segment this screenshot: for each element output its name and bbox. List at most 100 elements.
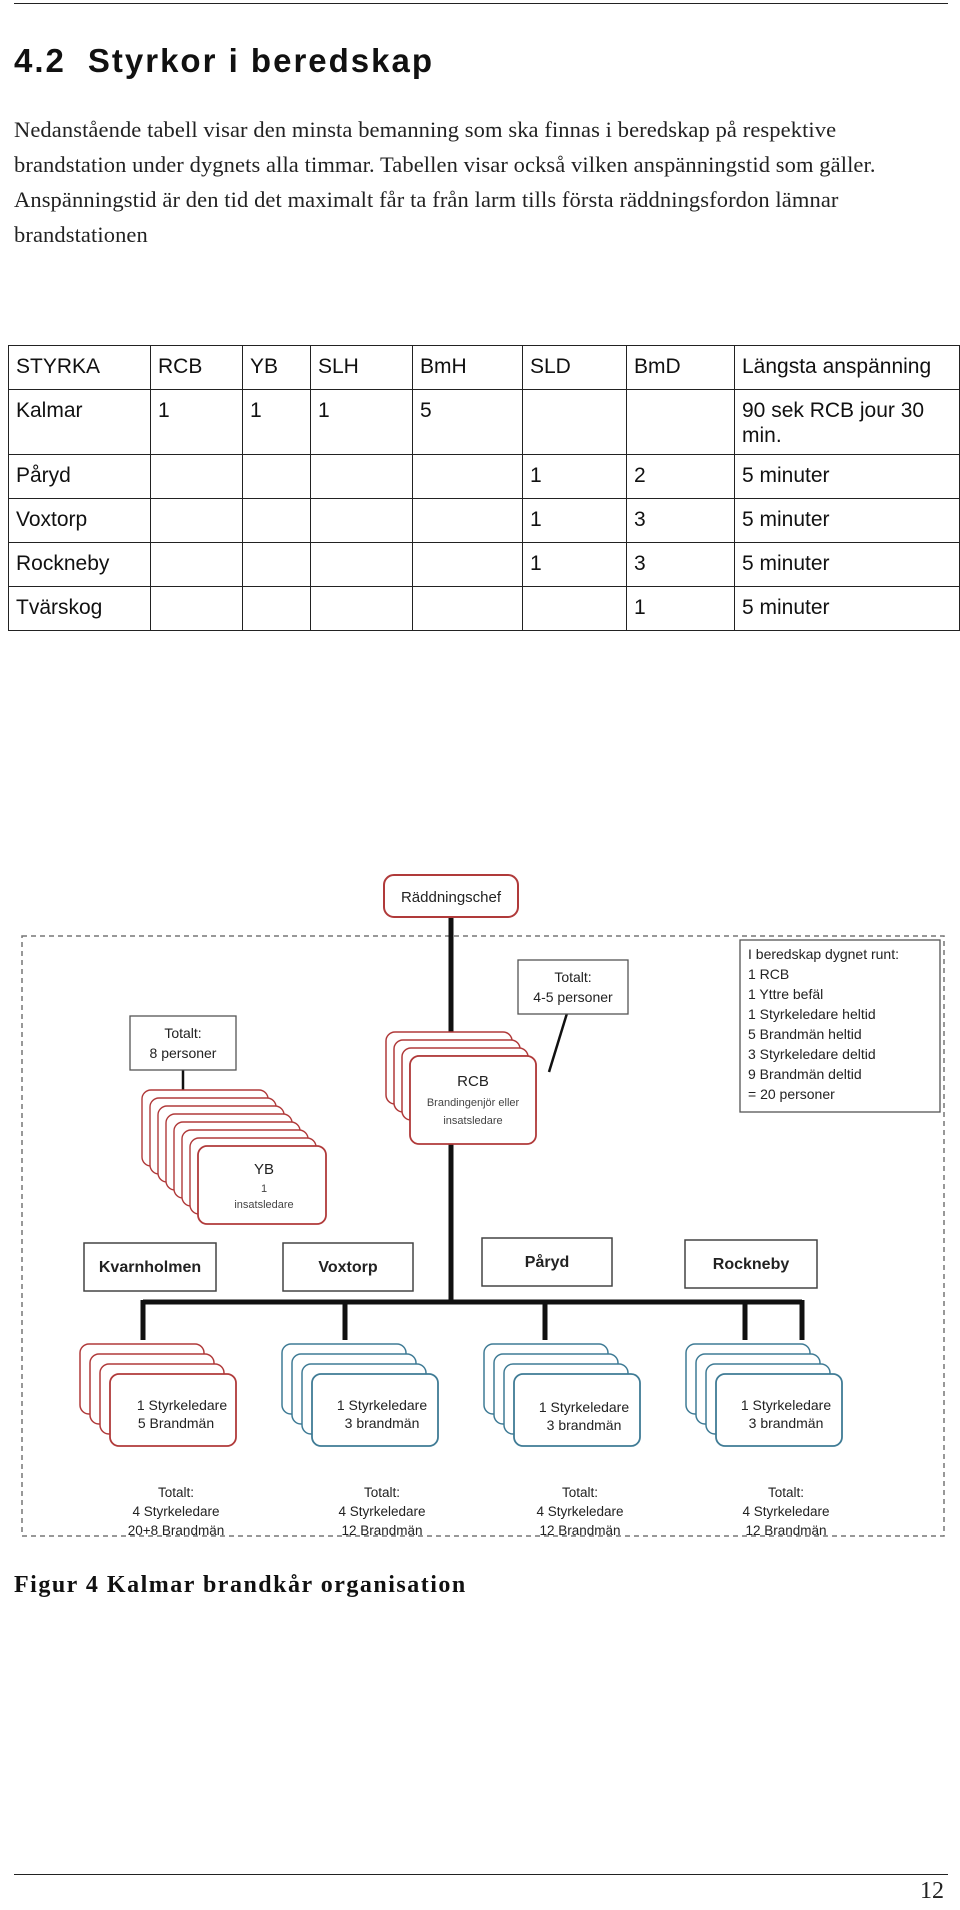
crew-line: 5 Brandmän bbox=[138, 1415, 214, 1431]
table-cell: 1 bbox=[522, 542, 627, 587]
callout-line: Totalt: bbox=[164, 1025, 201, 1041]
yb-total-callout: Totalt: 8 personer bbox=[129, 1015, 237, 1071]
table-cell: 5 minuter bbox=[734, 586, 960, 631]
total-line: Totalt: bbox=[364, 1485, 400, 1500]
table-cell bbox=[522, 586, 627, 631]
table-cell bbox=[412, 454, 523, 499]
organisation-chart: Räddningschef Totalt: 4-5 personer Total… bbox=[21, 874, 945, 1538]
table-cell bbox=[412, 542, 523, 587]
chief-label: Räddningschef bbox=[401, 889, 502, 906]
table-cell bbox=[310, 498, 413, 543]
crew-line: 3 brandmän bbox=[547, 1417, 622, 1433]
crew-line: 1 Styrkeledare bbox=[539, 1399, 629, 1415]
total-paryd: Totalt: 4 Styrkeledare 12 Brandmän bbox=[536, 1485, 623, 1538]
station-voxtorp: Voxtorp bbox=[282, 1242, 414, 1292]
yb-line: 1 bbox=[261, 1183, 267, 1195]
page-number: 12 bbox=[920, 1878, 944, 1904]
top-rule bbox=[14, 3, 948, 4]
table-cell: 90 sek RCB jour 30 min. bbox=[734, 389, 960, 455]
table-header-cell: SLD bbox=[522, 345, 627, 390]
total-line: 20+8 Brandmän bbox=[128, 1523, 224, 1538]
table-cell bbox=[412, 586, 523, 631]
intro-paragraph: Nedanstående tabell visar den minsta bem… bbox=[14, 117, 876, 247]
info-line: 1 RCB bbox=[748, 966, 789, 982]
info-line: 3 Styrkeledare deltid bbox=[748, 1046, 876, 1062]
total-line: 12 Brandmän bbox=[745, 1523, 826, 1538]
chart-frame bbox=[21, 935, 945, 1537]
callout-pointer bbox=[547, 1009, 570, 1073]
total-line: 4 Styrkeledare bbox=[338, 1504, 425, 1519]
yb-line: insatsledare bbox=[234, 1199, 293, 1211]
table-row: Kalmar 1 1 1 5 90 sek RCB jour 30 min. bbox=[8, 389, 960, 455]
staffing-table: STYRKA RCB YB SLH BmH SLD BmD Längsta an… bbox=[8, 345, 960, 631]
total-line: 4 Styrkeledare bbox=[742, 1504, 829, 1519]
table-cell bbox=[412, 498, 523, 543]
table-cell: Voxtorp bbox=[8, 498, 151, 543]
rcb-title: RCB bbox=[457, 1073, 489, 1090]
rcb-card-stack: RCB Brandingenjör eller insatsledare bbox=[385, 1031, 537, 1145]
section-title: Styrkor i beredskap bbox=[87, 42, 435, 79]
total-line: Totalt: bbox=[158, 1485, 194, 1500]
station-label: Påryd bbox=[525, 1253, 569, 1271]
table-header-cell: SLH bbox=[310, 345, 413, 390]
rcb-line: insatsledare bbox=[443, 1115, 502, 1127]
table-cell: 5 minuter bbox=[734, 454, 960, 499]
table-cell: 5 minuter bbox=[734, 542, 960, 587]
yb-card-stack: YB 1 insatsledare bbox=[141, 1089, 327, 1225]
table-cell bbox=[310, 542, 413, 587]
rcb-line: Brandingenjör eller bbox=[427, 1097, 520, 1109]
table-row: Tvärskog 1 5 minuter bbox=[8, 586, 960, 631]
info-line: 9 Brandmän deltid bbox=[748, 1066, 862, 1082]
crew-line: 1 Styrkeledare bbox=[137, 1397, 227, 1413]
table-cell: 5 minuter bbox=[734, 498, 960, 543]
table-cell bbox=[310, 586, 413, 631]
table-header-cell: RCB bbox=[150, 345, 243, 390]
table-header-cell: Längsta anspänning bbox=[734, 345, 960, 390]
table-cell: 1 bbox=[522, 498, 627, 543]
table-cell bbox=[150, 542, 243, 587]
table-row: Påryd 1 2 5 minuter bbox=[8, 454, 960, 499]
table-cell bbox=[150, 454, 243, 499]
crew-line: 1 Styrkeledare bbox=[337, 1397, 427, 1413]
figure-caption: Figur 4 Kalmar brandkår organisation bbox=[14, 1572, 467, 1598]
info-line: I beredskap dygnet runt: bbox=[748, 946, 899, 962]
info-line: 1 Styrkeledare heltid bbox=[748, 1006, 876, 1022]
table-row: Rockneby 1 3 5 minuter bbox=[8, 542, 960, 587]
rcb-total-callout: Totalt: 4-5 personer bbox=[517, 959, 629, 1015]
table-cell bbox=[626, 389, 735, 455]
table-cell: Tvärskog bbox=[8, 586, 151, 631]
table-cell: 3 bbox=[626, 542, 735, 587]
crew-stack-kvarnholmen: 1 Styrkeledare 5 Brandmän bbox=[79, 1343, 237, 1447]
table-cell: 2 bbox=[626, 454, 735, 499]
table-cell: Påryd bbox=[8, 454, 151, 499]
table-cell: 1 bbox=[310, 389, 413, 455]
total-voxtorp: Totalt: 4 Styrkeledare 12 Brandmän bbox=[338, 1485, 425, 1538]
station-label: Rockneby bbox=[713, 1256, 790, 1273]
crew-stack-rockneby: 1 Styrkeledare 3 brandmän bbox=[685, 1343, 843, 1447]
callout-line: 4-5 personer bbox=[533, 989, 613, 1005]
table-cell: 1 bbox=[626, 586, 735, 631]
total-line: 12 Brandmän bbox=[539, 1523, 620, 1538]
yb-title: YB bbox=[254, 1161, 274, 1178]
info-line: = 20 personer bbox=[748, 1086, 835, 1102]
table-cell: 1 bbox=[242, 389, 311, 455]
station-label: Voxtorp bbox=[318, 1259, 377, 1276]
table-header-cell: STYRKA bbox=[8, 345, 151, 390]
table-header-cell: BmH bbox=[412, 345, 523, 390]
table-header-cell: BmD bbox=[626, 345, 735, 390]
info-line: 1 Yttre befäl bbox=[748, 986, 823, 1002]
info-line: 5 Brandmän heltid bbox=[748, 1026, 862, 1042]
crew-stack-voxtorp: 1 Styrkeledare 3 brandmän bbox=[281, 1343, 439, 1447]
crew-line: 3 brandmän bbox=[749, 1415, 824, 1431]
table-cell bbox=[522, 389, 627, 455]
table-cell: 1 bbox=[150, 389, 243, 455]
total-line: 12 Brandmän bbox=[341, 1523, 422, 1538]
total-rockneby: Totalt: 4 Styrkeledare 12 Brandmän bbox=[742, 1485, 829, 1538]
table-cell bbox=[242, 542, 311, 587]
station-label: Kvarnholmen bbox=[99, 1259, 201, 1276]
crew-line: 1 Styrkeledare bbox=[741, 1397, 831, 1413]
table-cell bbox=[242, 454, 311, 499]
table-cell bbox=[242, 586, 311, 631]
total-line: Totalt: bbox=[768, 1485, 804, 1500]
